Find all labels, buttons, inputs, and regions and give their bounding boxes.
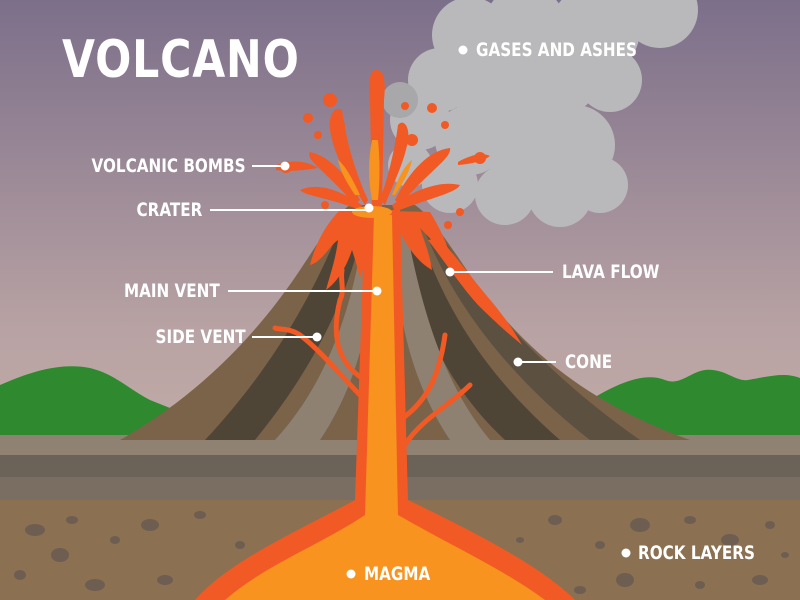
marker-rock-layers — [622, 549, 631, 558]
label-main-vent: MAIN VENT — [124, 280, 220, 302]
marker-main-vent — [373, 287, 382, 296]
label-rock-layers: ROCK LAYERS — [638, 542, 755, 564]
smoke-puff — [382, 82, 418, 118]
marker-crater — [365, 204, 374, 213]
label-gases-and-ashes: GASES AND ASHES — [476, 39, 637, 61]
label-side-vent: SIDE VENT — [156, 326, 246, 348]
diagram-title: VOLCANO — [62, 30, 300, 90]
label-lava-flow: LAVA FLOW — [562, 261, 659, 283]
marker-lava-flow — [446, 268, 455, 277]
label-magma: MAGMA — [364, 563, 430, 585]
label-crater: CRATER — [136, 199, 202, 221]
marker-cone — [514, 358, 523, 367]
label-cone: CONE — [565, 351, 612, 373]
marker-side-vent — [313, 333, 322, 342]
label-volcanic-bombs: VOLCANIC BOMBS — [92, 155, 246, 177]
marker-magma — [347, 570, 356, 579]
marker-bombs — [281, 162, 290, 171]
marker-gases — [459, 46, 468, 55]
